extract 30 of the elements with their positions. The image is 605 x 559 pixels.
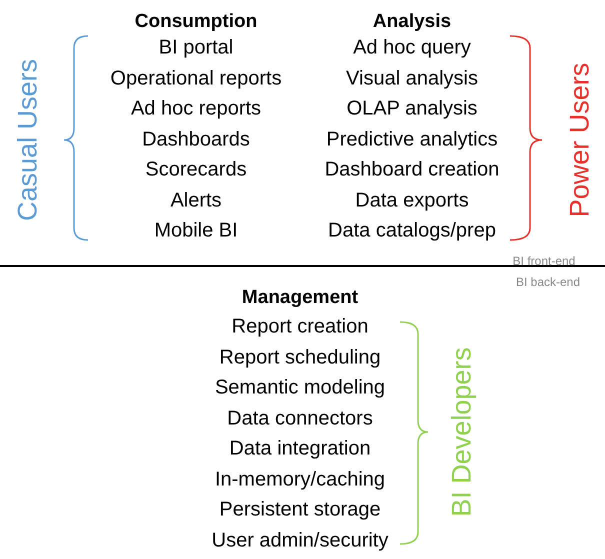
list-item: Data catalogs/prep (328, 220, 496, 242)
column-heading: Management (242, 287, 358, 309)
list-item: Data connectors (227, 407, 373, 430)
list-item: Ad hoc query (353, 36, 471, 60)
user-group-label: Casual Users (12, 58, 44, 222)
list-item: Visual analysis (346, 67, 478, 90)
list-item: Report scheduling (219, 346, 381, 369)
list-item: Report creation (232, 316, 368, 338)
user-group-label: BI Developers (446, 347, 478, 517)
tier-label: BI back-end (516, 276, 580, 290)
list-item: OLAP analysis (346, 98, 478, 120)
list-item: BI portal (158, 36, 234, 60)
list-item: Predictive analytics (326, 128, 498, 151)
column-heading: Analysis (372, 11, 452, 33)
list-item: Ad hoc reports (130, 98, 262, 120)
list-item: Dashboard creation (324, 158, 500, 182)
column-heading: Consumption (134, 11, 258, 33)
list-item: In-memory/caching (214, 468, 386, 491)
list-item: Dashboards (142, 128, 250, 151)
list-item: Scorecards (145, 158, 247, 182)
list-item: User admin/security (212, 529, 388, 552)
list-item: Operational reports (110, 67, 282, 90)
list-item: Alerts (170, 189, 222, 212)
list-item: Mobile BI (154, 220, 238, 242)
list-item: Persistent storage (219, 498, 381, 522)
list-item: Data exports (355, 189, 469, 212)
tier-label: BI front-end (512, 255, 576, 269)
list-item: Semantic modeling (214, 376, 386, 400)
list-item: Data integration (229, 438, 371, 460)
user-group-label: Power Users (564, 62, 596, 218)
